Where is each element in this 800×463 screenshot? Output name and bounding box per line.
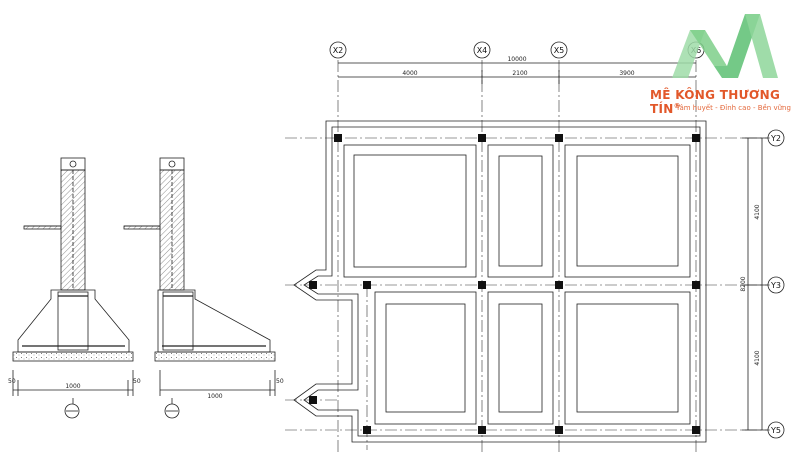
lean-concrete (12, 351, 134, 362)
cell-a3 (564, 144, 691, 278)
footing-core (162, 291, 194, 351)
cell-a2 (487, 144, 554, 278)
ground-hatch (123, 225, 161, 230)
grid-label-x2: X2 (333, 46, 344, 55)
dim-right-1: 4100 (754, 204, 761, 219)
column (363, 281, 371, 289)
footing-outline (17, 289, 130, 353)
column (692, 426, 700, 434)
dim-top-2: 2100 (512, 70, 527, 77)
logo-stroke-3 (714, 14, 760, 78)
panel-a1 (353, 154, 467, 268)
rebar-dot (69, 160, 77, 168)
logo-stroke-1 (672, 30, 705, 78)
grid-label-y2: Y2 (770, 134, 781, 143)
dim-width-left: 1000 (65, 383, 80, 390)
panel-a3 (576, 155, 679, 267)
section-1-detail (12, 157, 134, 419)
brand-reg-mark: ® (673, 102, 681, 110)
column (309, 396, 317, 404)
panel-b3 (576, 303, 679, 413)
dim-top-1: 4000 (402, 70, 417, 77)
dim-right-overall: 8200 (740, 276, 747, 291)
section-marker-2 (164, 403, 180, 419)
column (363, 426, 371, 434)
dim-side-right: 50 (276, 378, 284, 385)
cell-a1 (343, 144, 477, 278)
grid-bubble-x2 (329, 41, 347, 59)
column (478, 426, 486, 434)
column (555, 281, 563, 289)
grid-label-x5: X5 (554, 46, 565, 55)
cell-b2 (487, 291, 554, 425)
brand-tagline: Tâm huyết - Đỉnh cao - Bền vững (676, 104, 791, 112)
cell-b1 (374, 291, 477, 425)
column-cap (60, 157, 86, 171)
footing-outline (157, 289, 271, 353)
column (555, 426, 563, 434)
dim-side-left-b: 50 (133, 378, 141, 385)
cell-b3 (564, 291, 691, 425)
panel-b2 (498, 303, 543, 413)
footing-perimeter (293, 120, 707, 443)
column (478, 134, 486, 142)
dim-overall: 10000 (507, 56, 526, 63)
grid-label-y5: Y5 (770, 426, 781, 435)
grid-bubble-y3 (767, 276, 785, 294)
grid-lines (285, 60, 770, 455)
ground-hatch (23, 225, 62, 230)
column-cap (159, 157, 185, 171)
footing-core (57, 291, 89, 351)
brand-name-text: MÊ KÔNG THƯƠNG TÍN (650, 88, 781, 116)
beam-outer-edge (303, 126, 701, 437)
panel-a2 (498, 155, 543, 267)
logo-stroke-2 (690, 30, 727, 66)
brand-logo-mark (672, 14, 778, 78)
grid-bubble-x5 (550, 41, 568, 59)
grid-label-y3: Y3 (770, 281, 781, 290)
section-2-detail (123, 157, 276, 419)
grid-bubble-y5 (767, 421, 785, 439)
rebar-dot (168, 160, 176, 168)
column (334, 134, 342, 142)
logo-stroke-4 (745, 14, 778, 78)
dim-width-right: 1000 (207, 393, 222, 400)
dim-top-3: 3900 (619, 70, 634, 77)
column (555, 134, 563, 142)
dim-side-left-a: 50 (8, 378, 16, 385)
brand-name: MÊ KÔNG THƯƠNG TÍN® (650, 88, 800, 116)
grid-bubble-y2 (767, 129, 785, 147)
foundation-plan (285, 41, 785, 455)
dim-right-2: 4100 (754, 350, 761, 365)
column (309, 281, 317, 289)
section-marker-1 (64, 403, 80, 419)
grid-bubble-x4 (473, 41, 491, 59)
column (692, 134, 700, 142)
columns (309, 134, 700, 434)
lean-concrete (154, 351, 276, 362)
column (692, 281, 700, 289)
grid-label-x4: X4 (477, 46, 488, 55)
panel-b1 (385, 303, 466, 413)
column (478, 281, 486, 289)
